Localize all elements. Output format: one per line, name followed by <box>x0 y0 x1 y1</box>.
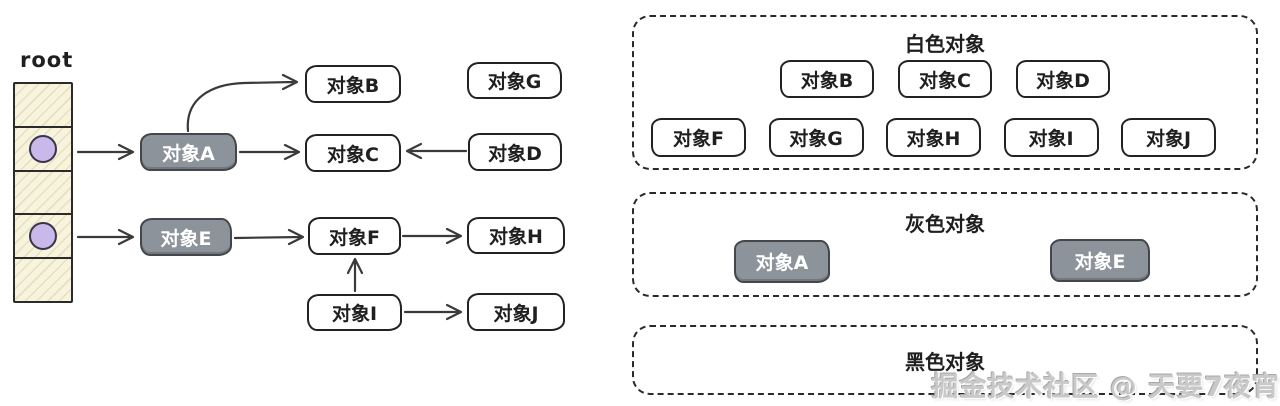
chip-object-h: 对象H <box>886 118 981 157</box>
node-object-h: 对象H <box>467 217 565 254</box>
panel-black-title: 黑色对象 <box>905 350 985 374</box>
panel-gray-title: 灰色对象 <box>905 212 985 236</box>
node-object-j: 对象J <box>467 293 565 331</box>
node-object-f: 对象F <box>308 217 401 255</box>
arrow-a-to-c <box>238 143 301 161</box>
pointer-dot-icon <box>29 222 57 251</box>
arrow-a-to-b <box>186 73 299 133</box>
node-object-c: 对象C <box>305 134 401 172</box>
panel-white-title: 白色对象 <box>905 32 985 56</box>
root-stack <box>13 82 73 303</box>
stack-cell <box>15 213 71 257</box>
panel-white-objects: 白色对象 对象B 对象C 对象D 对象F 对象G 对象H 对象I 对象J <box>632 15 1258 170</box>
pointer-dot-icon <box>29 134 57 163</box>
arrow-root-to-e <box>76 228 135 246</box>
chip-object-c: 对象C <box>898 60 992 98</box>
node-object-i: 对象I <box>307 294 402 331</box>
arrow-root-to-a <box>76 143 135 161</box>
chip-object-a-gray: 对象A <box>734 240 830 283</box>
arrow-d-to-c <box>405 142 468 160</box>
arrow-f-to-h <box>401 227 463 245</box>
arrow-e-to-f <box>233 228 305 246</box>
chip-object-j: 对象J <box>1121 118 1216 157</box>
chip-object-g: 对象G <box>768 118 864 157</box>
panel-black-objects: 黑色对象 <box>632 325 1258 395</box>
chip-object-d: 对象D <box>1016 60 1110 98</box>
chip-object-e-gray: 对象E <box>1050 239 1150 282</box>
arrow-i-to-j <box>403 303 463 321</box>
root-label: root <box>20 48 74 72</box>
arrow-i-to-f <box>346 257 364 293</box>
stack-cell <box>15 84 71 126</box>
stack-cell <box>15 169 71 214</box>
stack-cell <box>15 257 71 301</box>
watermark: 掘金技术社区 @ 天要7夜宵 <box>931 372 1280 403</box>
chip-object-i: 对象I <box>1003 118 1099 157</box>
chip-object-f: 对象F <box>651 118 746 157</box>
node-object-a: 对象A <box>140 133 237 171</box>
panel-gray-objects: 灰色对象 对象A 对象E <box>632 192 1258 297</box>
node-object-b: 对象B <box>305 65 401 103</box>
stack-cell <box>15 125 71 170</box>
node-object-d: 对象D <box>468 133 562 171</box>
white-row-1: 对象B 对象C 对象D <box>634 60 1256 98</box>
chip-object-b: 对象B <box>780 60 874 98</box>
white-row-2: 对象F 对象G 对象H 对象I 对象J <box>651 118 1216 157</box>
node-object-e: 对象E <box>140 218 232 256</box>
node-object-g: 对象G <box>467 62 562 99</box>
